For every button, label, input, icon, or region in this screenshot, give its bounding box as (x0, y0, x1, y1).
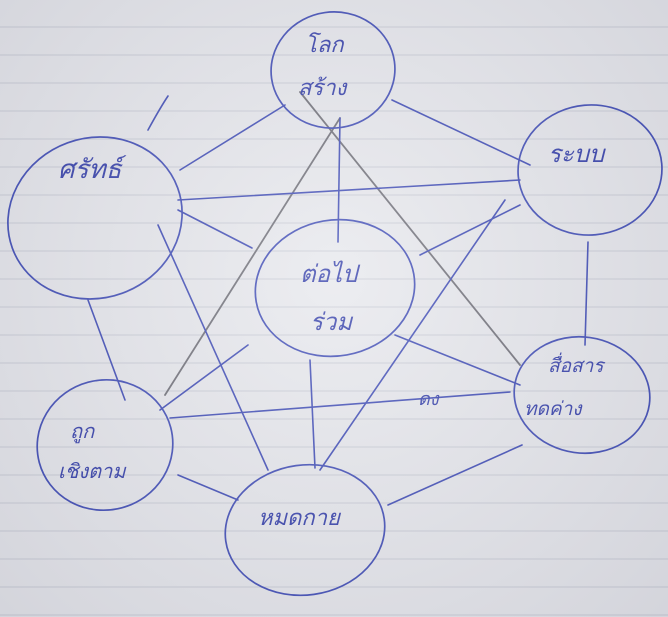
node-center-line2: ร่วม (310, 308, 353, 336)
check-stroke (147, 95, 169, 131)
node-bottom: หมดกาย (258, 506, 342, 531)
node-center-circle (254, 218, 416, 358)
connector-lines (87, 99, 589, 506)
node-left-line1: ศรัทธ์ (58, 155, 126, 185)
node-right-lower-line1: สื่อสาร (548, 352, 606, 377)
node-right: ระบบ (548, 140, 606, 168)
node-right-circle (517, 104, 663, 236)
node-left-lower-line1: ถูก (70, 419, 95, 444)
node-left-circle (7, 136, 183, 300)
node-right-line1: ระบบ (548, 140, 606, 168)
pencil-lines (164, 91, 521, 396)
annotation-mark: ดง (418, 389, 440, 410)
node-right-lower-circle (513, 335, 651, 455)
node-left: ศรัทธ์ (58, 155, 126, 185)
node-right-lower-line2: ทดค่าง (524, 398, 583, 420)
node-bottom-line1: หมดกาย (258, 506, 342, 531)
node-top-line1: โลก (305, 32, 345, 58)
node-left-lower: ถูก เชิงตาม (58, 419, 127, 483)
node-top: โลก สร้าง (298, 32, 349, 101)
node-center: ต่อไป ร่วม (300, 260, 361, 336)
node-bottom-circle (224, 463, 386, 597)
node-left-lower-circle (36, 378, 174, 512)
node-right-lower: สื่อสาร ทดค่าง (524, 352, 606, 420)
node-left-lower-line2: เชิงตาม (58, 459, 127, 483)
node-top-circle (270, 11, 396, 129)
node-top-line2: สร้าง (298, 76, 349, 101)
node-center-line1: ต่อไป (300, 260, 361, 288)
